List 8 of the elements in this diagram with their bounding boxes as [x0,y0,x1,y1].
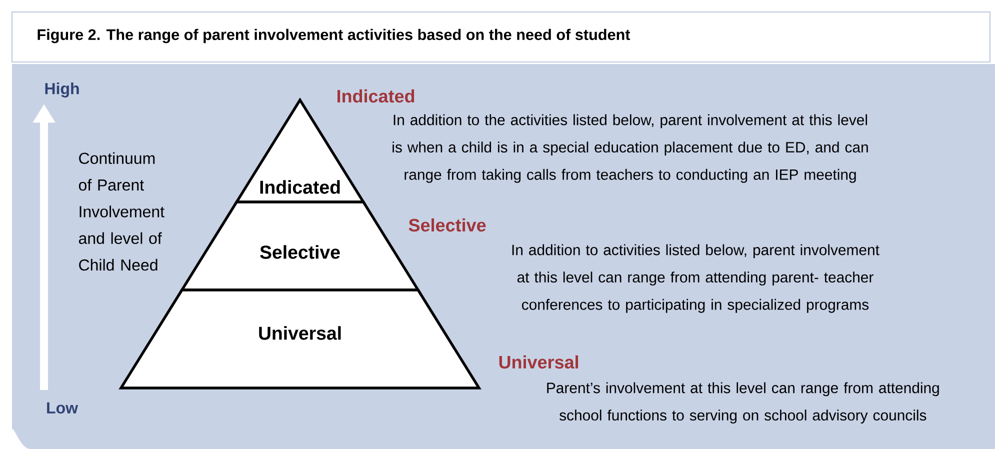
axis-label: High [45,82,79,98]
level-description: In addition to the activities listed below, parent involvement at this level is when a child is in a special education placement due to ED, and can range from taking calls from teachers to conducting an IEP meeting [392,114,868,183]
axis-label: Low [47,402,78,414]
axis-caption: Continuum of Parent Involvement and level of Child Need [78,152,164,271]
title-band: Figure 2. The range of parent involvement activities based on the need of student [11,11,991,63]
level-description: In addition to activities listed below, parent involvement at this level can range from attending parent- teacher conferences to participating in specialized programs [512,244,880,313]
level-heading: Universal [499,355,578,369]
level-description: Parent’s involvement at this level can range from attending school functions to serving on school advisory councils [547,382,939,424]
